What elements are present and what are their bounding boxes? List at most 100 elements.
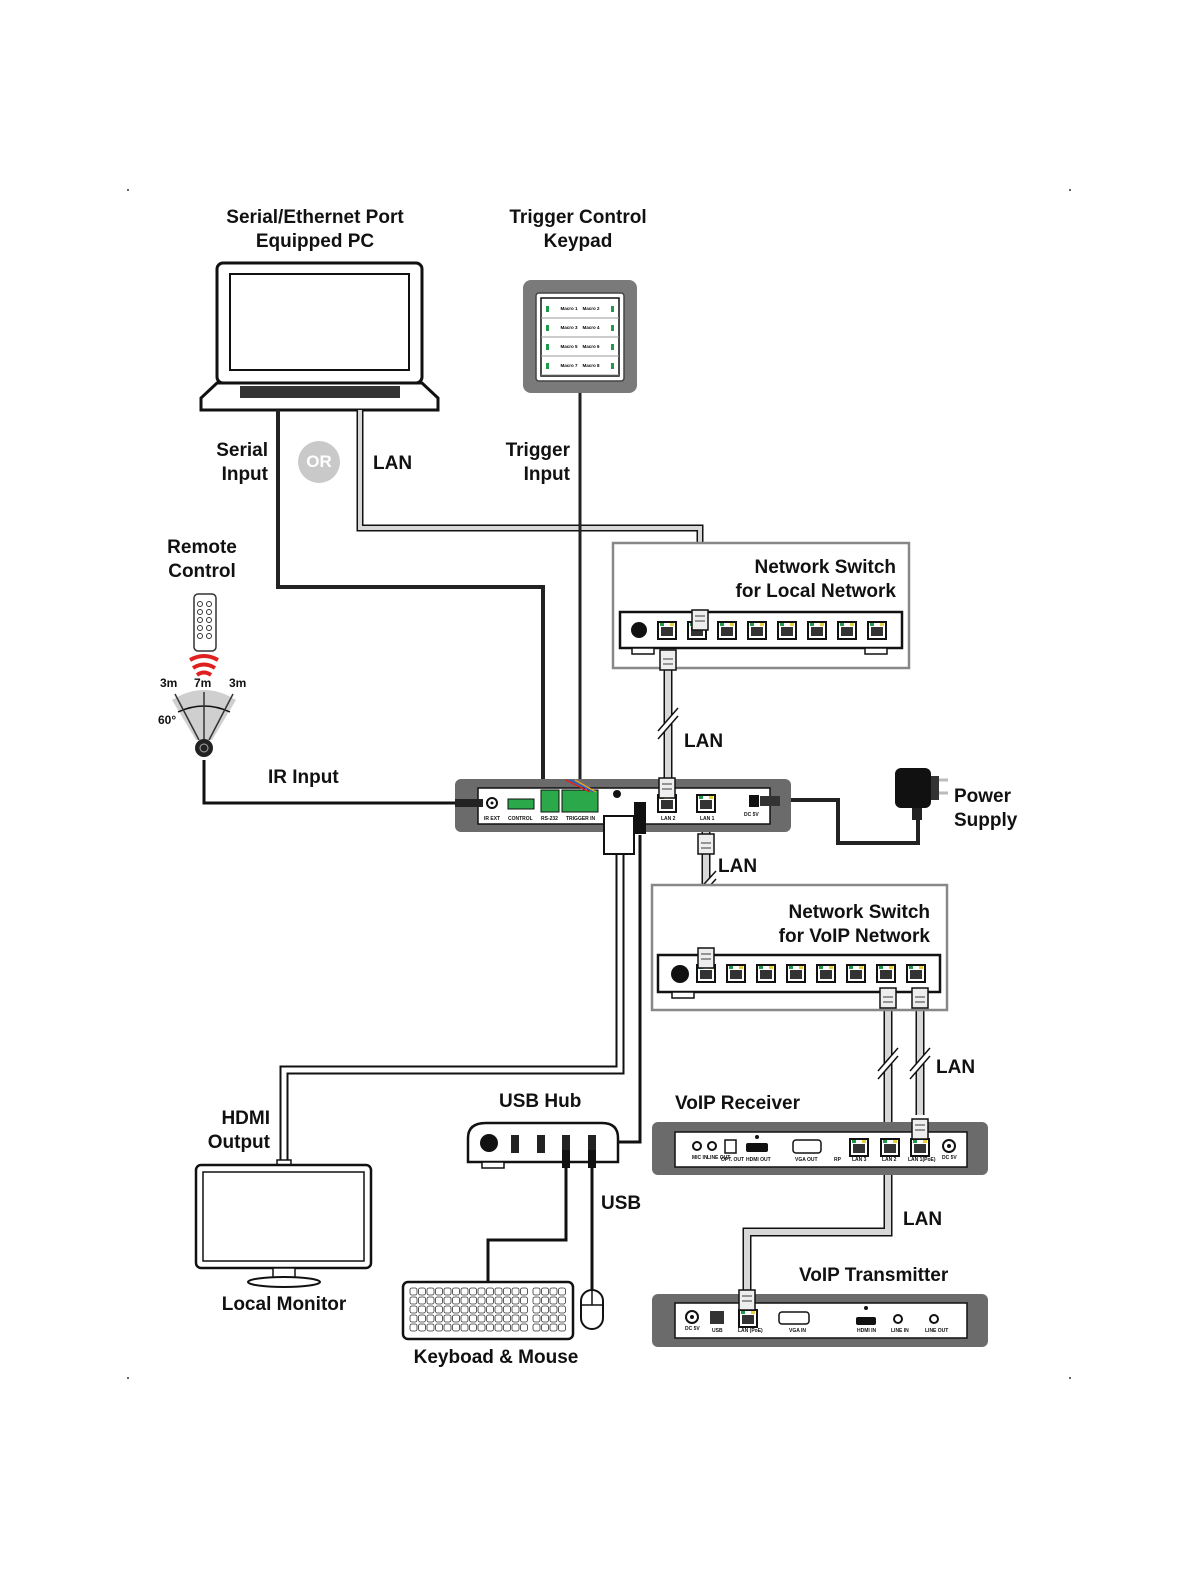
trigger-input-line2: Input: [523, 464, 570, 485]
lan-plug: [659, 649, 677, 671]
trigger-input-label: Trigger Input: [480, 439, 570, 487]
voip-transmitter-title: VoIP Transmitter: [799, 1265, 949, 1286]
led-icon: [546, 325, 549, 331]
power-cable: [775, 798, 920, 845]
range-left-label: 3m: [160, 676, 178, 690]
led-icon: [546, 344, 549, 350]
keypad-title-line1: Trigger Control: [509, 207, 647, 228]
port-label: DC 5V: [744, 812, 759, 818]
lan-plug: [697, 947, 715, 969]
lan-plug: [691, 609, 709, 631]
rj45-port-icon: [906, 964, 926, 983]
voip-network-switch: [650, 883, 949, 1012]
lan-voip-switch-label: LAN: [718, 856, 758, 877]
port-label: OPT. OUT: [721, 1157, 745, 1163]
rj45-port-icon: [747, 621, 767, 640]
laptop-icon: [199, 261, 440, 412]
keypad-title-line2: Keypad: [543, 231, 613, 252]
power-supply-title: Power Supply: [954, 785, 1017, 833]
range-right-label: 3m: [229, 676, 247, 690]
trigger-input-line1: Trigger: [505, 440, 570, 461]
rj45-port-icon: [807, 621, 827, 640]
power-title-line1: Power: [954, 786, 1012, 807]
lan-plug: [911, 1118, 929, 1140]
port-label: LAN 3: [852, 1157, 867, 1163]
keypad-button-label: Macro 1: [560, 306, 578, 311]
rj45-port-icon: [717, 621, 737, 640]
port-label: LAN 2: [882, 1157, 897, 1163]
keyboard-icon: [401, 1280, 575, 1341]
usb-label: USB: [601, 1193, 642, 1214]
lan-plug: [738, 1289, 756, 1311]
pc-lan-label: LAN: [373, 453, 413, 474]
rj45-port-icon: [726, 964, 746, 983]
port-label: HDMI OUT: [746, 1157, 771, 1163]
local-switch-title: Network Switch for Local Network: [700, 556, 896, 604]
port-label: LAN (PoE): [738, 1328, 763, 1334]
angle-label: 60°: [158, 713, 177, 727]
lan-local-cable: [655, 650, 681, 780]
lan-transmitter-label: LAN: [903, 1209, 943, 1230]
serial-cable: [276, 410, 545, 790]
rj45-port-icon: [816, 964, 836, 983]
keypad-title: Trigger Control Keypad: [488, 206, 668, 254]
rj45-port-icon: [786, 964, 806, 983]
lan-receiver-cable: [907, 1010, 933, 1115]
local-switch-title-line2: for Local Network: [735, 581, 896, 602]
local-switch-title-line1: Network Switch: [754, 557, 896, 578]
corner-mark: [1069, 1377, 1071, 1379]
lan-transmitter-cable: [742, 1010, 901, 1290]
ir-plug: [455, 799, 483, 807]
keypad-button-label: Macro 8: [582, 363, 600, 368]
voip-switch-title-line2: for VoIP Network: [778, 926, 930, 947]
port-label: LINE OUT: [925, 1328, 949, 1334]
hdmi-plug: [603, 815, 635, 855]
monitor-icon: [194, 1159, 373, 1288]
port-label: LAN 2: [661, 816, 676, 822]
rj45-port-icon: [657, 621, 677, 640]
keypad-button-label: Macro 6: [582, 344, 600, 349]
led-icon: [611, 363, 614, 369]
keypad-button-label: Macro 3: [560, 325, 578, 330]
port-label: RP: [834, 1157, 841, 1163]
usb-hub-title: USB Hub: [499, 1091, 582, 1112]
hdmi-output-line2: Output: [207, 1132, 270, 1153]
port-label: HDMI IN: [857, 1328, 877, 1334]
led-icon: [611, 306, 614, 312]
led-icon: [611, 344, 614, 350]
led-icon: [611, 325, 614, 331]
voip-receiver-title: VoIP Receiver: [675, 1093, 800, 1114]
mouse-icon: [580, 1289, 604, 1330]
serial-input-line1: Serial: [216, 440, 268, 461]
keyboard-cable: [486, 1168, 568, 1283]
usb-cable: [618, 835, 642, 1144]
usb-plug: [634, 802, 646, 834]
voip-transmitter-panel: [652, 1294, 988, 1347]
remote-control-icon: [172, 593, 236, 757]
voip-switch-title-line1: Network Switch: [788, 902, 930, 923]
power-title-line2: Supply: [954, 810, 1018, 831]
remote-title-line1: Remote: [167, 537, 237, 558]
port-label: LAN 1(PoE): [908, 1157, 936, 1163]
lan-plug: [697, 833, 715, 855]
hdmi-cable: [279, 855, 625, 1165]
port-label: CONTROL: [508, 816, 533, 822]
range-center-label: 7m: [194, 676, 212, 690]
hdmi-output-label: HDMI Output: [180, 1107, 270, 1155]
power-plug: [760, 796, 780, 806]
voip-receiver-panel: [652, 1122, 988, 1175]
keypad-button-label: Macro 4: [582, 325, 600, 330]
pc-title-line1: Serial/Ethernet Port: [226, 207, 404, 228]
rj45-port-icon: [756, 964, 776, 983]
keypad-button-label: Macro 7: [560, 363, 578, 368]
serial-input-line2: Input: [221, 464, 268, 485]
rj45-port-icon: [867, 621, 887, 640]
port-label: IR EXT: [484, 816, 501, 822]
port-label: DC 5V: [942, 1155, 957, 1161]
corner-mark: [127, 1377, 129, 1379]
corner-mark: [1069, 189, 1071, 191]
serial-input-label: Serial Input: [196, 439, 268, 487]
usb-plug: [588, 1150, 596, 1168]
port-label: VGA OUT: [795, 1157, 818, 1163]
keyboard-mouse-title: Keyboad & Mouse: [413, 1347, 579, 1368]
